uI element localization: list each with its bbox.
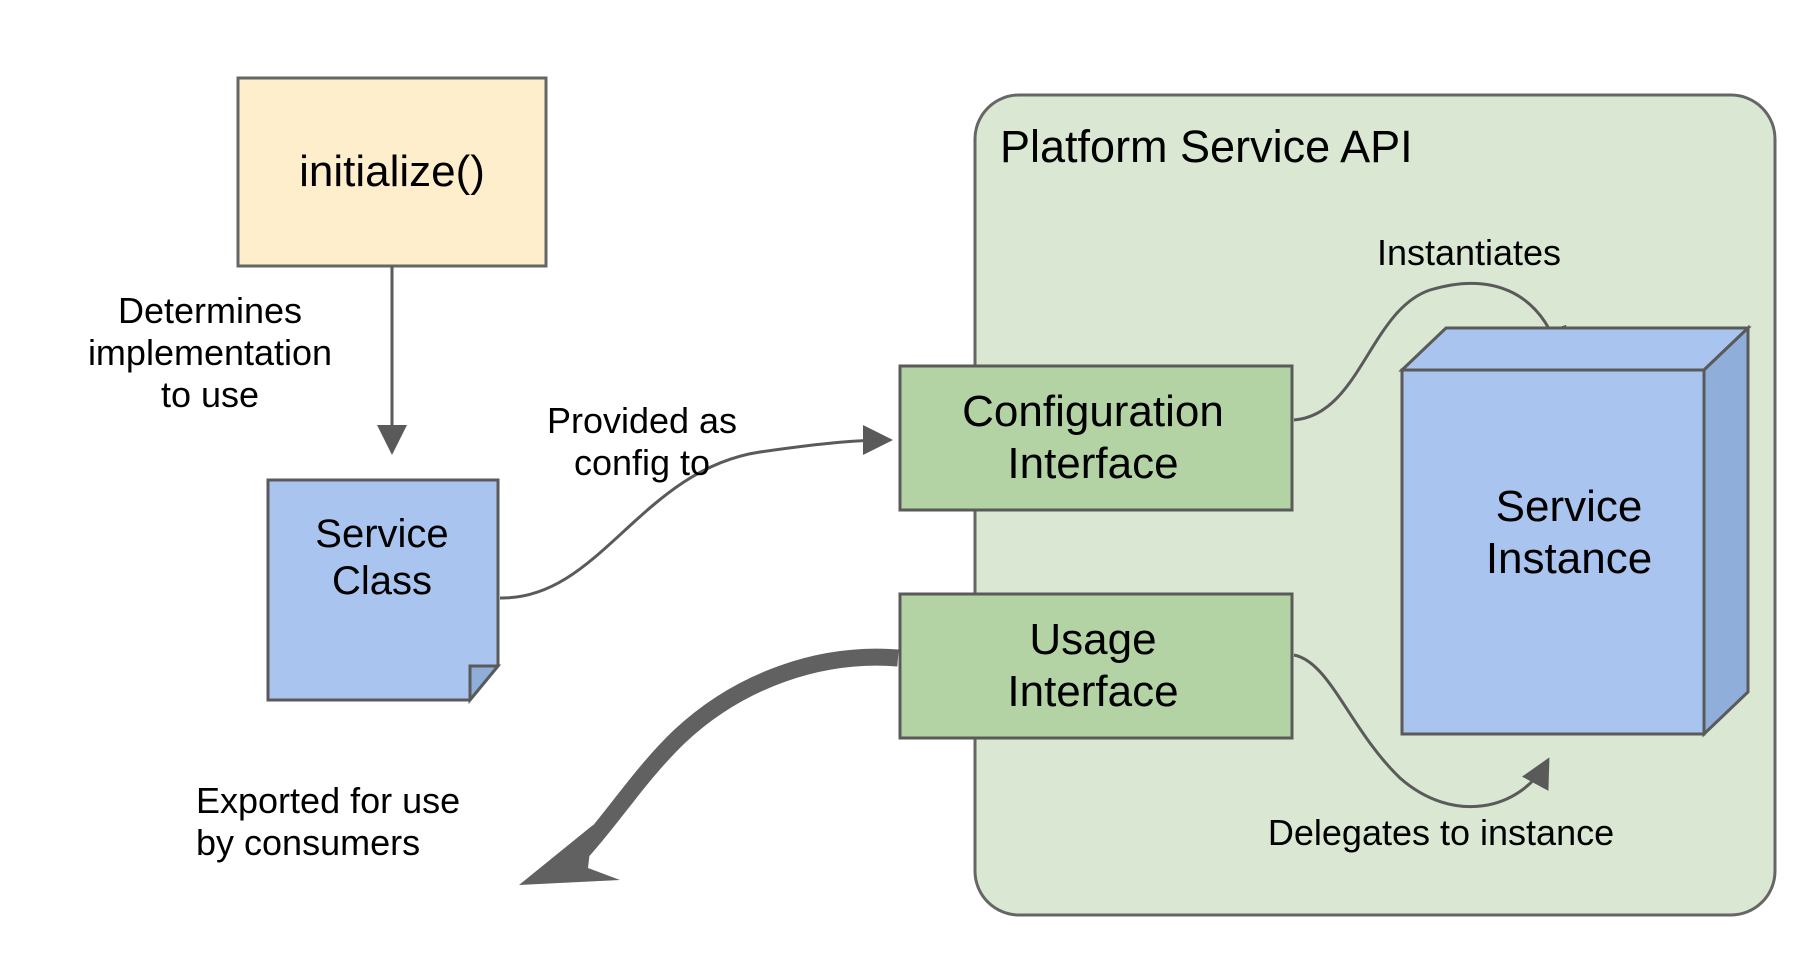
service-instance-front-face <box>1400 368 1706 736</box>
configuration-interface-node <box>898 364 1294 512</box>
usage-interface-node <box>898 592 1294 740</box>
edge-service-class-to-configuration-interface <box>499 425 893 600</box>
edge-usage-interface-to-consumers-arrowhead <box>519 825 620 885</box>
service-class-note-fold <box>468 664 502 705</box>
service-instance-top-face <box>1398 326 1752 372</box>
edge-label-exported-for-use-by-consumers: Exported for use by consumers <box>196 780 461 863</box>
edge-configuration-interface-to-service-instance <box>1293 281 1567 422</box>
edge-usage-interface-to-consumers <box>571 648 899 862</box>
edge-label-delegates-to-instance: Delegates to instance <box>1267 812 1615 853</box>
service-instance-side-face <box>1702 324 1750 738</box>
service-class-note <box>266 478 500 702</box>
edge-label-determines: Determines implementation to use <box>87 290 333 415</box>
edge-label-instantiates: Instantiates <box>1376 232 1562 273</box>
initialize-node <box>236 76 548 268</box>
edge-usage-interface-to-service-instance <box>1293 653 1550 809</box>
edge-label-provided-as-config-to: Provided as config to <box>546 400 738 483</box>
